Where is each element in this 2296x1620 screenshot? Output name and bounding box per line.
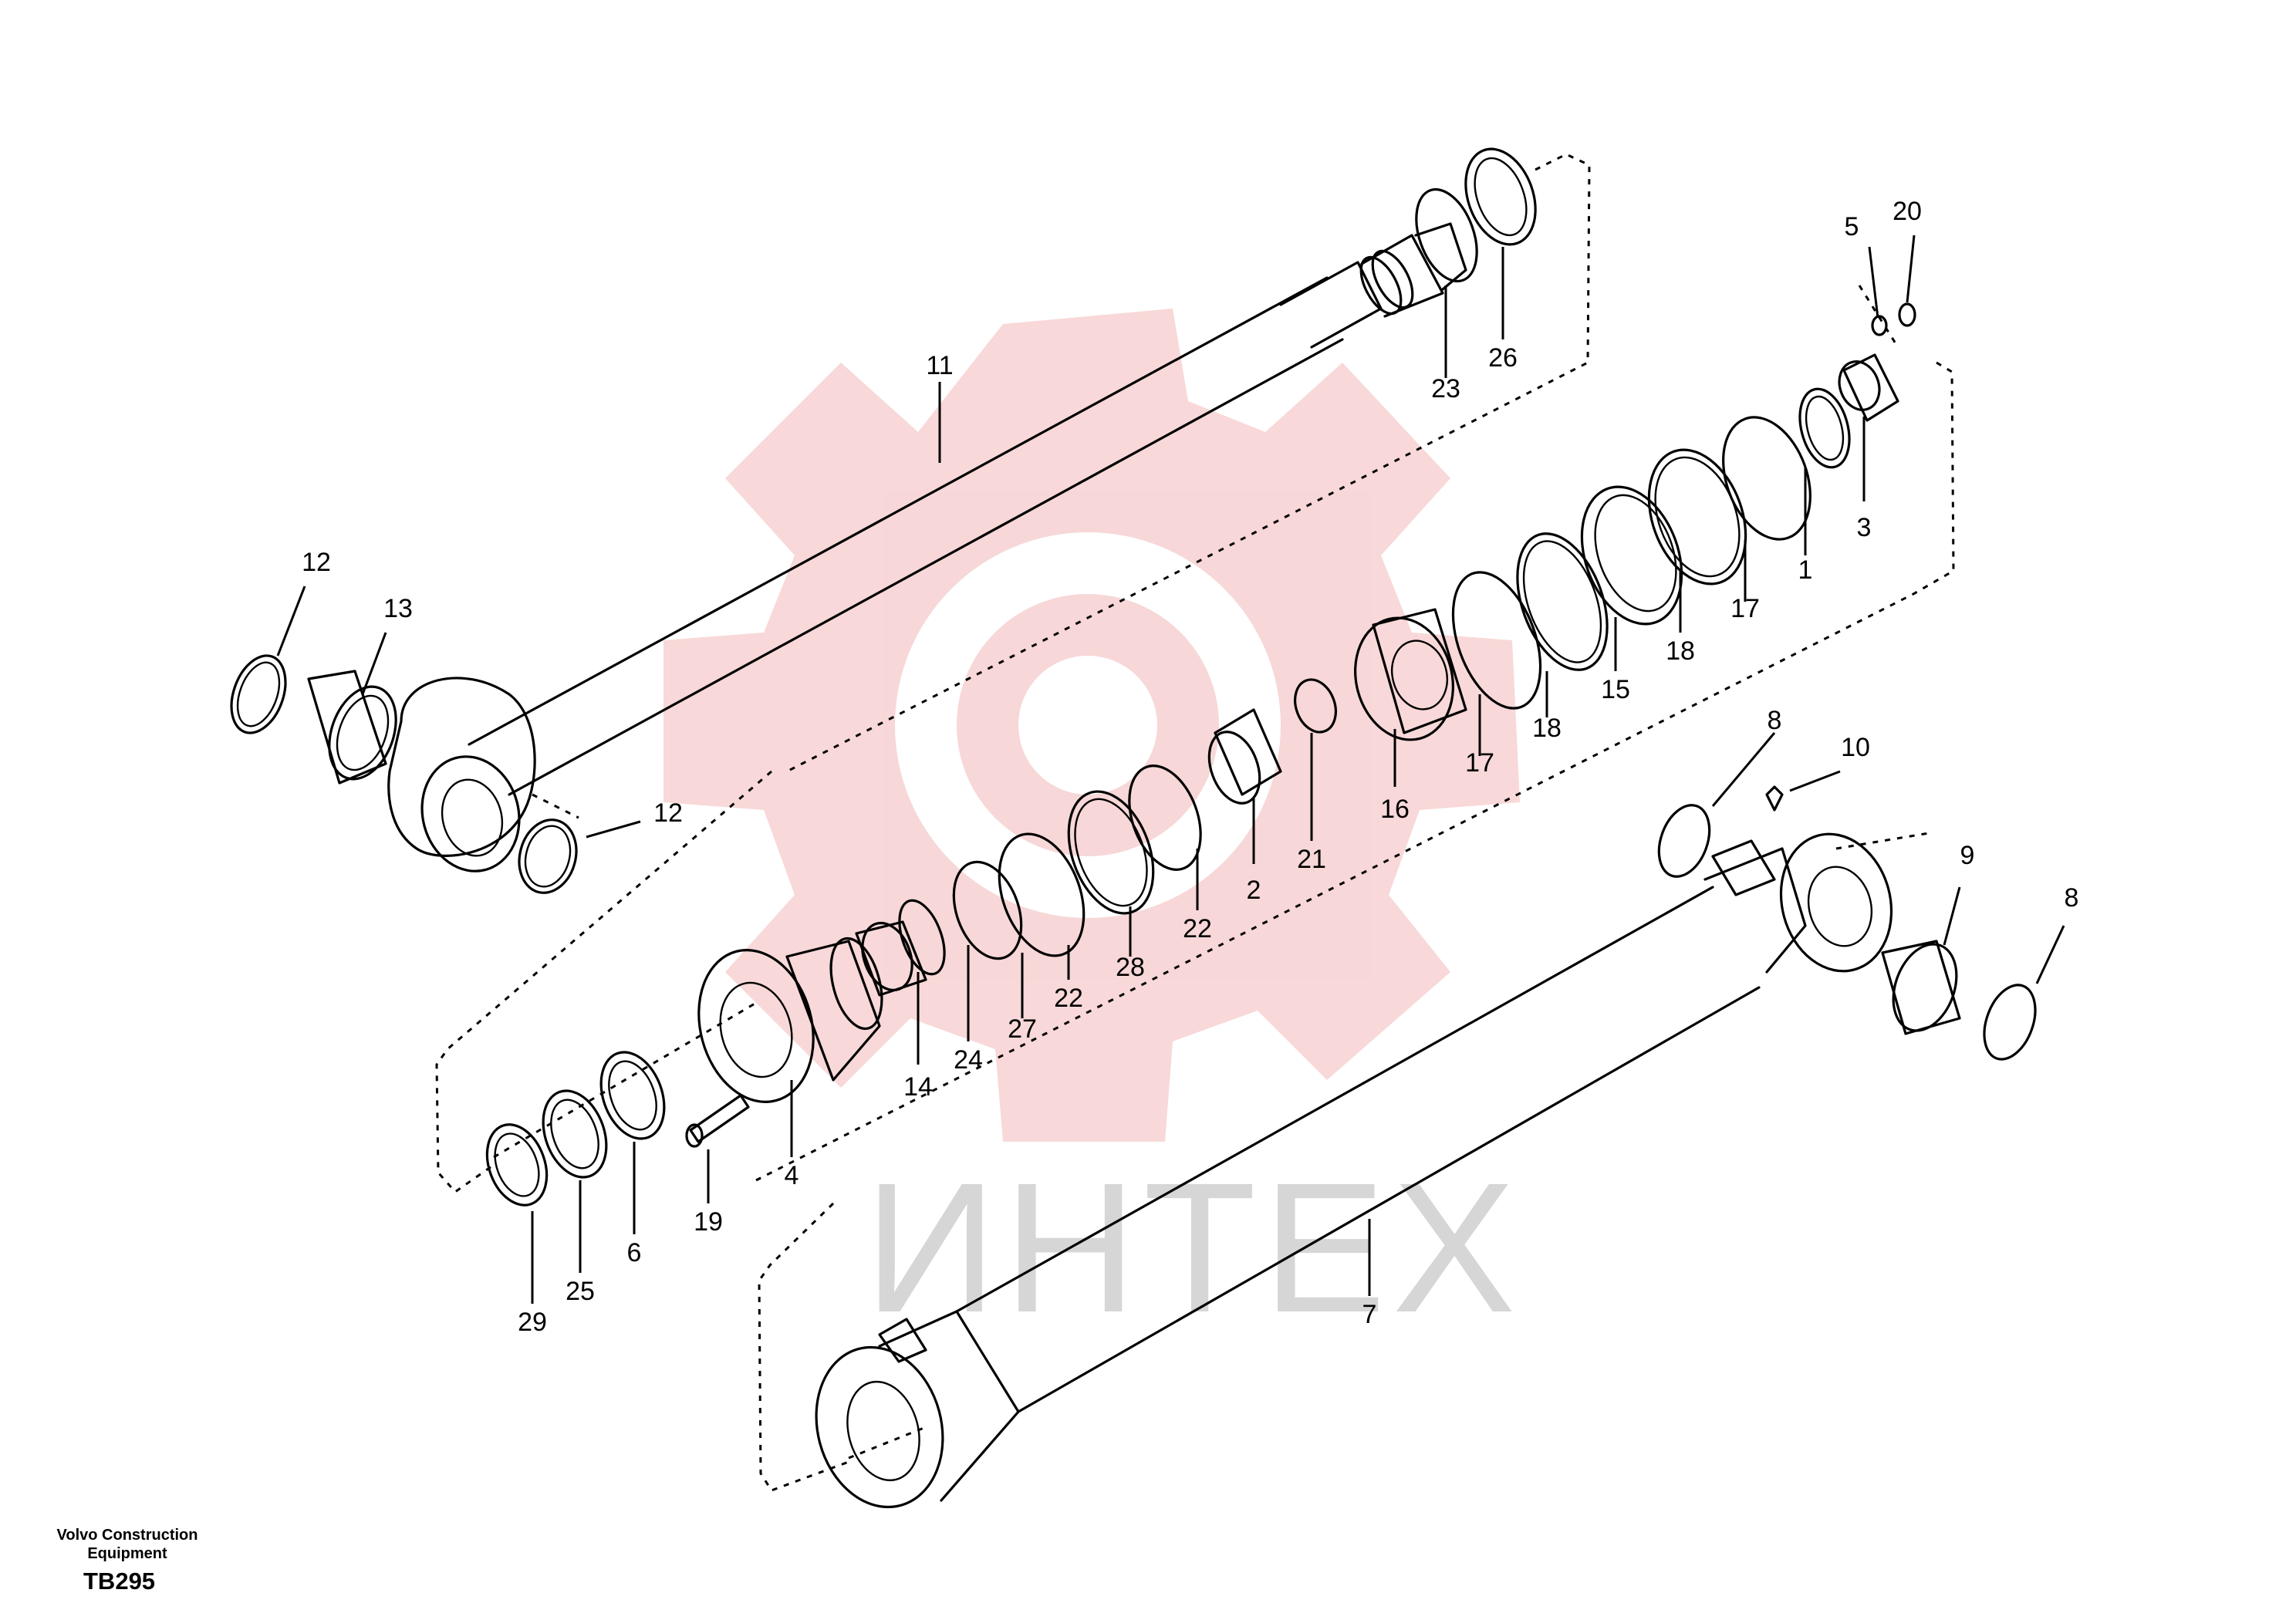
callout-4: 4 [785,1161,799,1190]
cylinder-head [485,937,883,1207]
callout-28: 28 [1116,953,1145,982]
callout-18b: 18 [1532,714,1562,743]
callout-18a: 18 [1666,636,1695,666]
callout-25: 25 [566,1277,595,1306]
rod-eye-bushing [230,654,578,894]
callout-numbers: 1 2 3 4 5 6 7 8 8 9 10 11 12 12 13 14 15… [302,197,2078,1337]
callout-15: 15 [1601,675,1630,704]
callout-10: 10 [1841,733,1870,762]
callout-20: 20 [1893,197,1922,226]
rod-end-rings [1415,147,1537,283]
watermark-text: ИНТЕХ [864,1144,1522,1351]
callout-1: 1 [1798,555,1813,585]
cylinder-tube [815,785,2037,1509]
callout-24: 24 [954,1045,983,1075]
callout-17b: 17 [1465,748,1494,778]
callout-14: 14 [903,1072,933,1102]
leader-lines [276,235,2065,1304]
callout-11: 11 [926,351,953,380]
callout-8a: 8 [1768,706,1782,735]
callout-19: 19 [694,1207,723,1237]
callout-23: 23 [1431,374,1460,403]
callout-16: 16 [1380,795,1410,824]
callout-21: 21 [1297,845,1326,874]
piston-assembly [1207,302,1916,805]
callout-22b: 22 [1054,984,1083,1013]
callout-3: 3 [1857,513,1872,542]
piston-rod [387,222,1467,872]
drawing-footer: Volvo Construction Equipment TB295 [31,1526,224,1595]
callout-17a: 17 [1730,594,1760,623]
callout-12a: 12 [302,548,331,577]
callout-5: 5 [1845,212,1859,241]
drawing-code: TB295 [83,1568,156,1595]
callout-12b: 12 [653,798,683,828]
callout-22a: 22 [1183,914,1212,943]
callout-6: 6 [627,1238,642,1267]
watermark-gear-logo [663,309,1520,1142]
callout-26: 26 [1488,343,1518,373]
callout-7: 7 [1362,1300,1377,1329]
assembly-dashed-lines [435,153,1955,1492]
callout-9: 9 [1960,841,1975,870]
rod-seals [855,764,1202,997]
callout-2: 2 [1247,876,1261,905]
callout-8b: 8 [2065,883,2079,913]
company-name: Volvo Construction Equipment [56,1527,198,1562]
callout-27: 27 [1008,1014,1037,1044]
callout-29: 29 [518,1308,547,1337]
callout-13: 13 [383,594,413,623]
